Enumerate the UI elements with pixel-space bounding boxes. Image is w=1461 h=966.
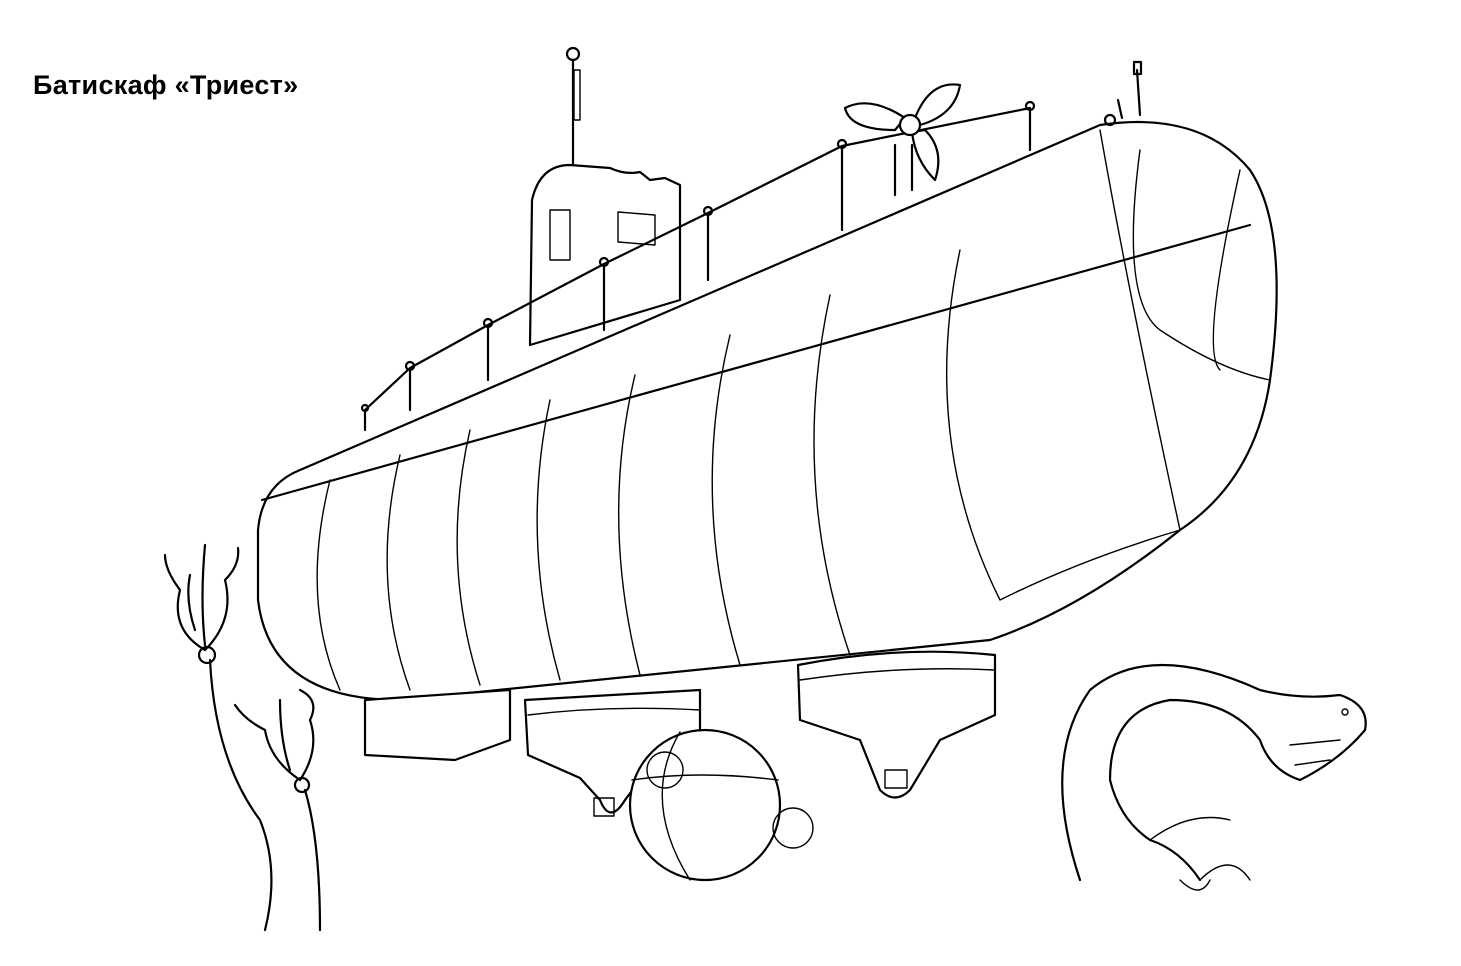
hull (256, 120, 1278, 702)
sea-creature (1061, 663, 1367, 891)
conning-tower (528, 163, 682, 347)
railing (360, 100, 1117, 432)
propeller (843, 83, 962, 197)
sea-plants (163, 543, 322, 932)
page-title: Батискаф «Триест» (33, 70, 299, 100)
observation-sphere (628, 728, 814, 882)
mast (565, 46, 1143, 167)
ballast-floats (363, 650, 997, 817)
